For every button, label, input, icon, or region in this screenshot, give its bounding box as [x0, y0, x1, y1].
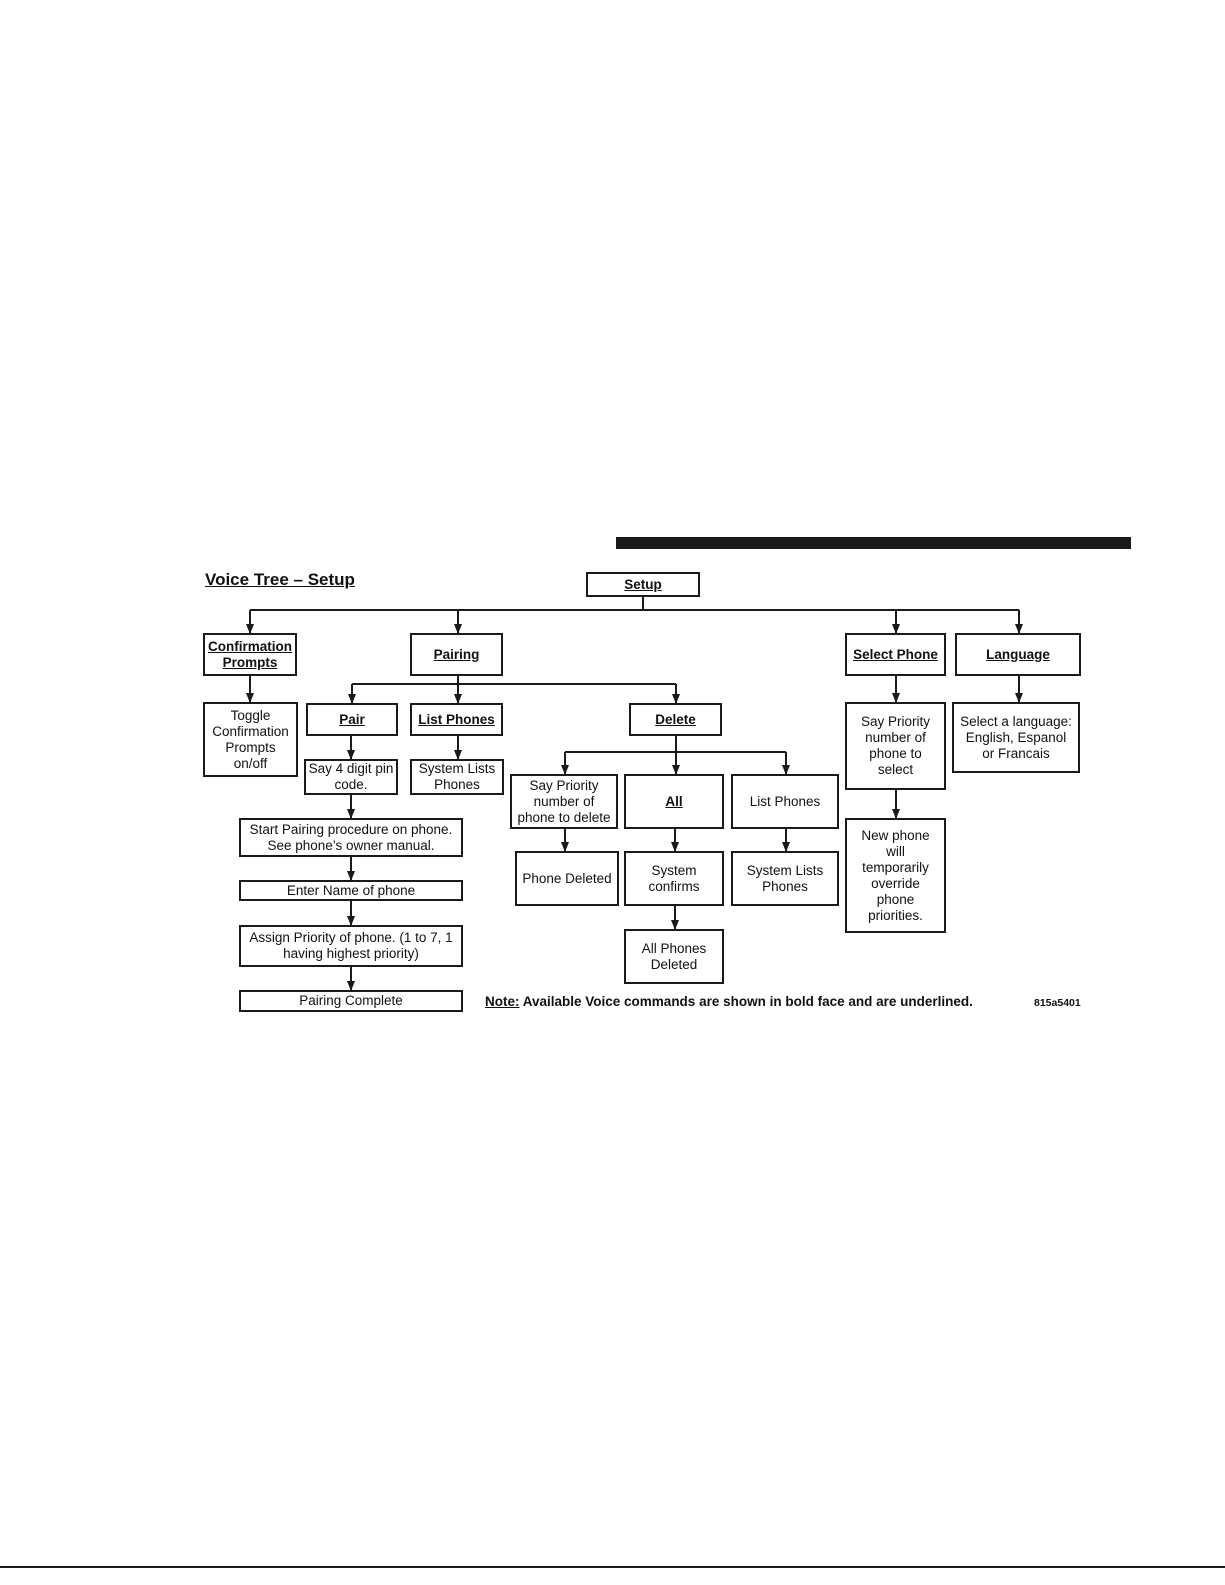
say-priority-select-node: Say Priority number of phone to select: [845, 702, 946, 790]
pairing-complete-node: Pairing Complete: [239, 990, 463, 1012]
language-node: Language: [955, 633, 1081, 676]
setup-node: Setup: [586, 572, 700, 597]
toggle-confirmation-node: Toggle Confirmation Prompts on/off: [203, 702, 298, 777]
all-phones-deleted-node: All Phones Deleted: [624, 929, 724, 984]
note-text: Available Voice commands are shown in bo…: [522, 994, 973, 1009]
footer-rule: [0, 1566, 1225, 1568]
delete-node: Delete: [629, 703, 722, 736]
pair-node: Pair: [306, 703, 398, 736]
pairing-node: Pairing: [410, 633, 503, 676]
figure-code: 815a5401: [1034, 997, 1081, 1009]
header-rule: [616, 537, 1131, 549]
confirmation-prompts-node: Confirmation Prompts: [203, 633, 297, 676]
note-label: Note:: [485, 994, 520, 1009]
new-phone-override-node: New phone will temporarily override phon…: [845, 818, 946, 933]
diagram-title: Voice Tree – Setup: [205, 570, 355, 589]
assign-priority-node: Assign Priority of phone. (1 to 7, 1 hav…: [239, 925, 463, 967]
delete-list-phones-node: List Phones: [731, 774, 839, 829]
phone-deleted-node: Phone Deleted: [515, 851, 619, 906]
select-language-node: Select a language: English, Espanol or F…: [952, 702, 1080, 773]
list-phones-node: List Phones: [410, 703, 503, 736]
select-phone-node: Select Phone: [845, 633, 946, 676]
enter-name-node: Enter Name of phone: [239, 880, 463, 901]
say-pin-node: Say 4 digit pin code.: [304, 759, 398, 795]
legend-note: Note: Available Voice commands are shown…: [485, 994, 973, 1009]
all-node: All: [624, 774, 724, 829]
say-priority-delete-node: Say Priority number of phone to delete: [510, 774, 618, 829]
system-lists-phones-node: System Lists Phones: [410, 759, 504, 795]
system-confirms-node: System confirms: [624, 851, 724, 906]
delete-system-lists-phones-node: System Lists Phones: [731, 851, 839, 906]
start-pairing-node: Start Pairing procedure on phone. See ph…: [239, 818, 463, 857]
